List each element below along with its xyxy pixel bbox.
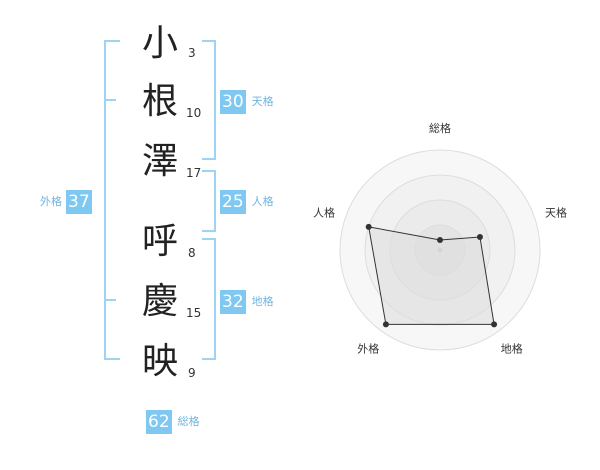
gaikaku-value: 37: [66, 190, 92, 214]
chikaku-label: 地格: [251, 295, 274, 308]
radar-point-2: [476, 234, 483, 241]
radar-point-3: [491, 321, 498, 328]
bracket-tick: [104, 99, 116, 101]
chikaku-score: 32 地格: [220, 290, 274, 314]
jinkaku-score: 25 人格: [220, 190, 274, 214]
stroke-count-2: 10: [186, 106, 202, 120]
gaikaku-bracket: [104, 40, 120, 360]
bracket-tick: [104, 299, 116, 301]
radar-axis-label-1: 総格: [429, 121, 451, 135]
tenkaku-bracket: [202, 40, 216, 160]
tenkaku-label: 天格: [251, 95, 274, 108]
soukaku-value: 62: [146, 410, 172, 434]
radar-point-1: [437, 237, 443, 243]
radar-point-4: [382, 321, 389, 328]
chikaku-bracket: [202, 238, 216, 360]
name-char-1: 小: [141, 23, 178, 64]
stroke-count-3: 17: [186, 166, 202, 180]
tenkaku-value: 30: [220, 90, 246, 114]
name-char-3: 澤: [141, 141, 178, 182]
stroke-count-4: 8: [188, 246, 196, 260]
radar-area: [368, 226, 495, 325]
radar-axis-label-5: 人格: [313, 205, 335, 219]
jinkaku-bracket: [202, 170, 216, 232]
jinkaku-value: 25: [220, 190, 246, 214]
name-char-2: 根: [141, 81, 178, 122]
stroke-count-1: 3: [188, 46, 196, 60]
gaikaku-label: 外格: [40, 195, 62, 208]
stroke-count-5: 15: [186, 306, 202, 320]
stroke-count-6: 9: [188, 366, 196, 380]
radar-point-5: [365, 223, 372, 230]
soukaku-score: 62 総格: [146, 410, 200, 434]
name-char-4: 呼: [141, 221, 178, 262]
tenkaku-score: 30 天格: [220, 90, 274, 114]
jinkaku-label: 人格: [251, 195, 274, 208]
name-char-6: 映: [141, 341, 178, 382]
name-char-5: 慶: [141, 281, 178, 322]
soukaku-label: 総格: [177, 415, 200, 428]
radar-axis-label-3: 地格: [501, 342, 523, 356]
radar-axis-label-4: 外格: [357, 342, 379, 356]
gaikaku-score: 外格 37: [40, 190, 92, 214]
radar-axis-label-2: 天格: [545, 205, 567, 219]
chikaku-value: 32: [220, 290, 246, 314]
